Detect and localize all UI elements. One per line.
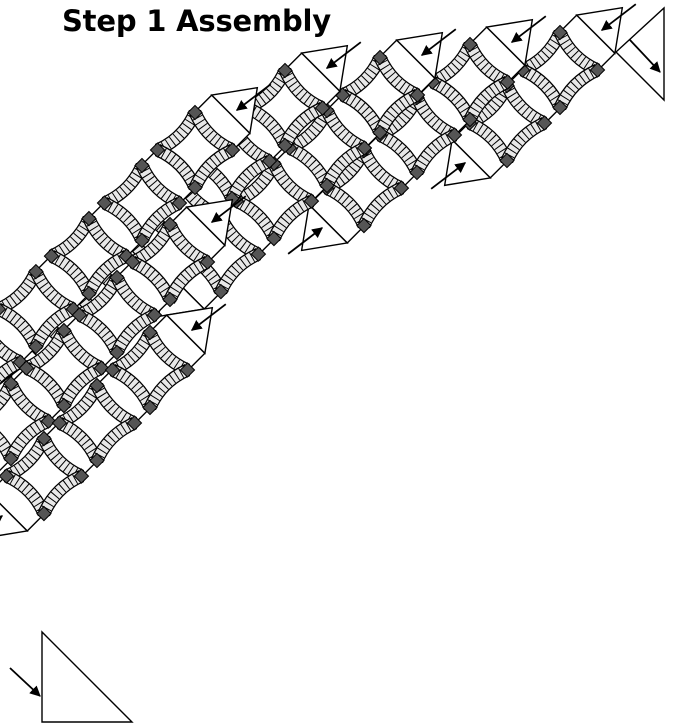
placement-arrow bbox=[10, 668, 40, 696]
corner-triangle bbox=[42, 632, 132, 722]
corner-triangle bbox=[616, 8, 664, 100]
